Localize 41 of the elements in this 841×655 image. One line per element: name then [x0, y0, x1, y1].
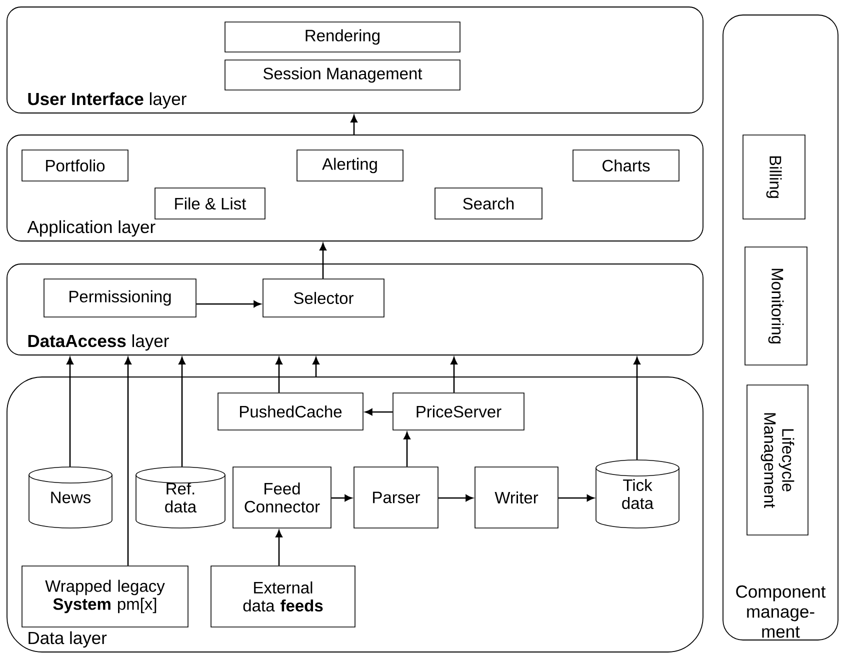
arrow [331, 494, 352, 502]
component-box: Session Management [224, 60, 460, 90]
component-box: Writer [474, 466, 558, 528]
arrow [124, 357, 132, 566]
arrow [558, 494, 594, 502]
database-cylinder: Tick data [596, 460, 680, 528]
arrow [350, 115, 358, 135]
arrow [438, 494, 473, 502]
arrow [450, 357, 458, 393]
arrow [634, 357, 640, 460]
component-box: Billing [742, 134, 806, 220]
component-box: Lifecycle Management [746, 384, 808, 536]
component-box: Rendering [224, 22, 460, 52]
component-box: Permissioning [44, 278, 196, 318]
node-label: News [51, 492, 91, 504]
arrow [312, 357, 320, 377]
component-box: Feed Connector [232, 466, 332, 528]
component-box: Wrapped legacy System pm[x] [22, 566, 188, 628]
arrow [276, 357, 282, 393]
arrow [404, 432, 410, 467]
arrow [320, 243, 326, 279]
arrow [276, 530, 282, 566]
component-box: PriceServer [392, 392, 524, 430]
component-box: Search [434, 188, 542, 220]
component-box: File & List [154, 188, 266, 220]
component-box: Selector [262, 278, 384, 318]
database-cylinder: Ref. data [136, 466, 226, 528]
component-box: Alerting [296, 150, 404, 182]
arrow [365, 408, 393, 416]
node-label: Tick data [622, 478, 654, 510]
arrow [196, 300, 261, 308]
component-box: External data feeds [210, 566, 356, 628]
node-label: Ref. data [165, 482, 197, 513]
component-box: Parser [354, 466, 438, 528]
component-box: Charts [572, 150, 680, 182]
component-box: Portfolio [22, 150, 128, 182]
component-box: PushedCache [218, 392, 364, 430]
component-box: Monitoring [744, 246, 808, 366]
database-cylinder: News [28, 466, 112, 528]
arrow [66, 357, 74, 467]
arrow [178, 357, 186, 467]
